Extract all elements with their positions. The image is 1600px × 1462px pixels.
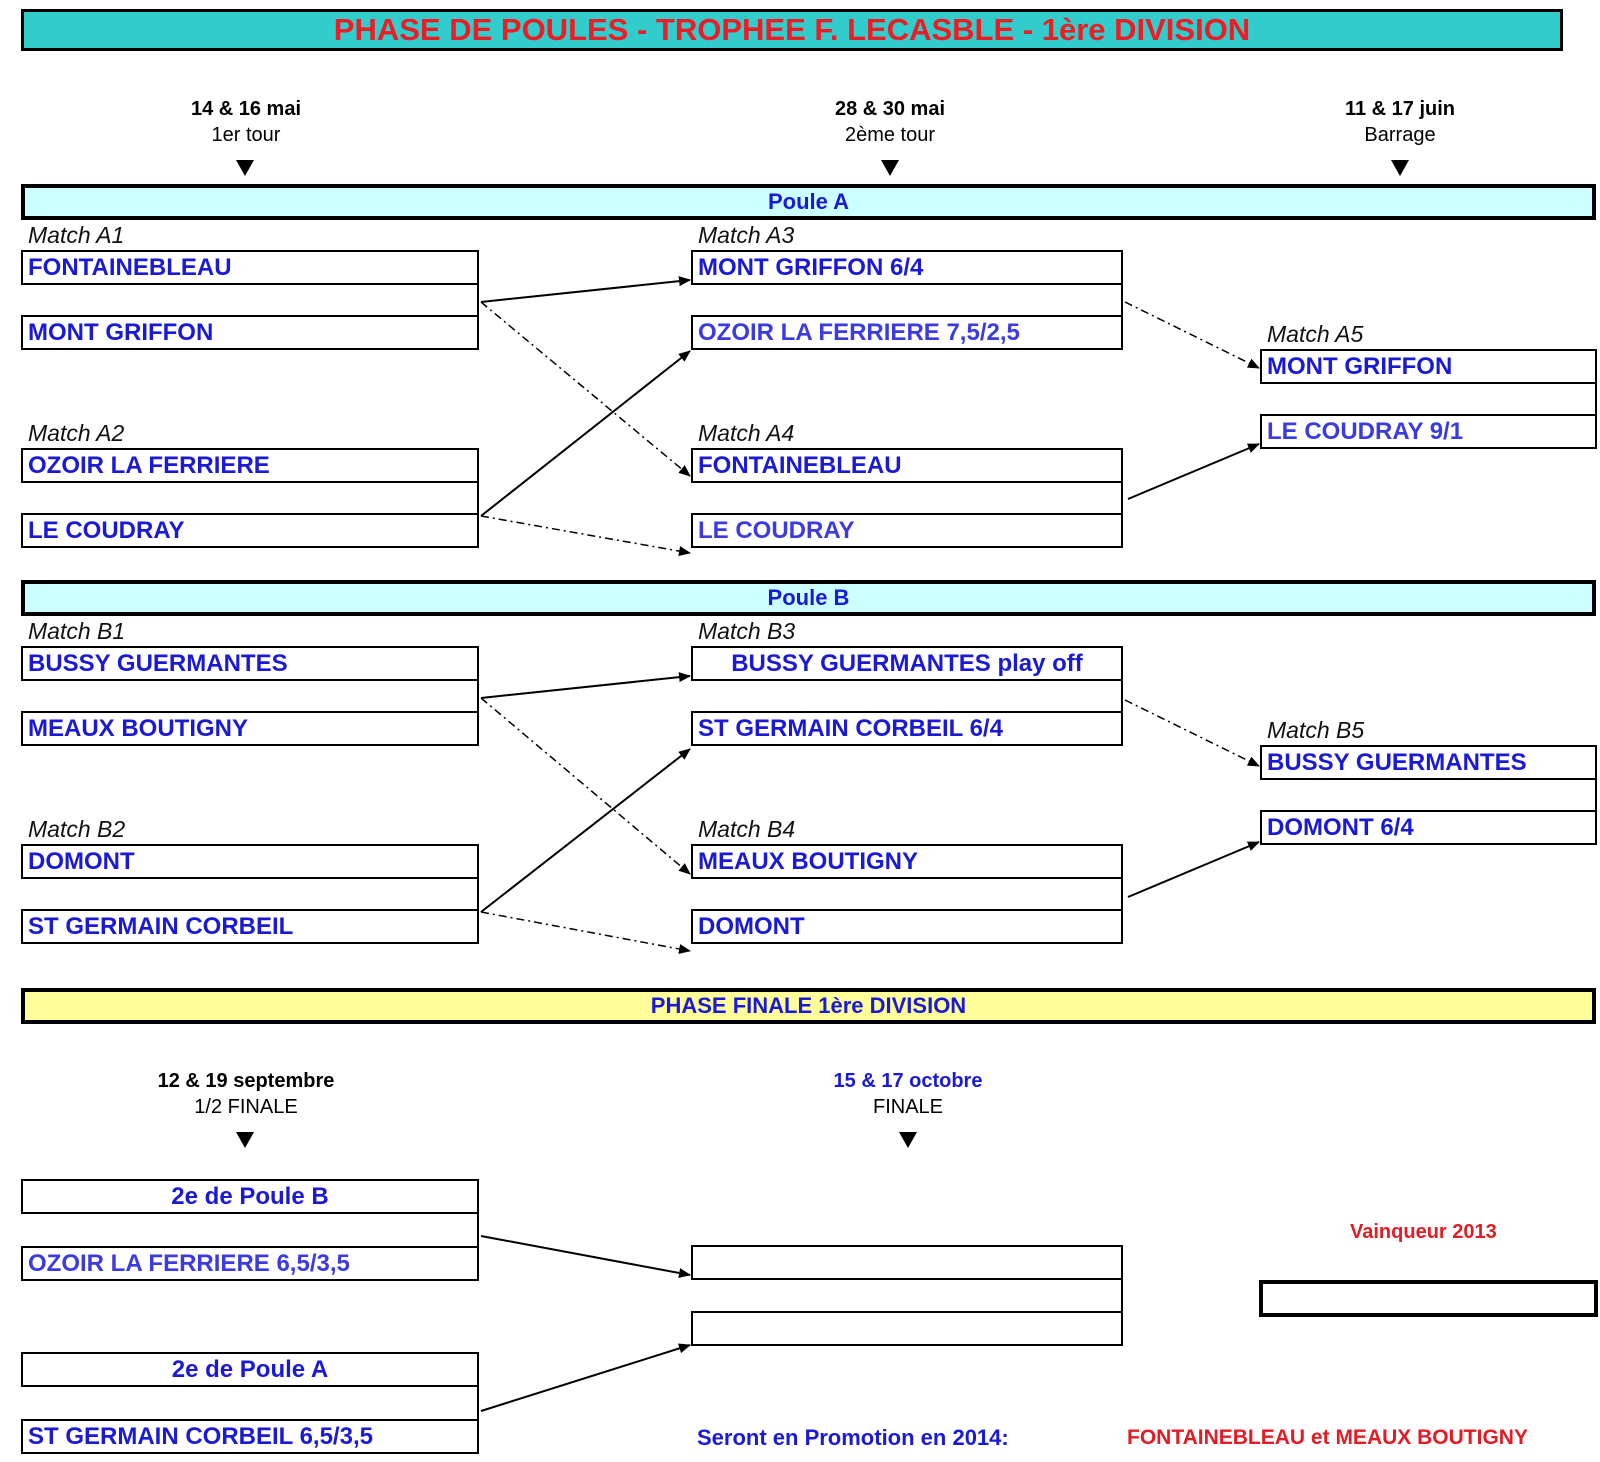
semi-2-connector <box>21 1387 479 1419</box>
match-a4-label: Match A4 <box>698 420 795 446</box>
arrow-b4-to-b5 <box>1127 841 1260 898</box>
match-a2-connector <box>21 483 479 513</box>
match-a5-team1[interactable]: MONT GRIFFON <box>1260 349 1597 384</box>
match-a4-team1[interactable]: FONTAINEBLEAU <box>691 448 1123 483</box>
match-b2-team1[interactable]: DOMONT <box>21 844 479 879</box>
winner-label: Vainqueur 2013 <box>1350 1221 1497 1243</box>
round-header-3: 11 & 17 juin Barrage <box>1270 96 1530 148</box>
final-header: 15 & 17 octobre FINALE <box>778 1068 1038 1120</box>
final-date: 15 & 17 octobre <box>833 1070 983 1092</box>
semi-1-team1[interactable]: 2e de Poule B <box>21 1179 479 1214</box>
round-1-name: 1er tour <box>211 124 281 146</box>
arrow-down-icon <box>1391 160 1409 176</box>
final-team1[interactable] <box>691 1245 1123 1280</box>
poule-a-header: Poule A <box>21 184 1596 220</box>
poule-b-header: Poule B <box>21 580 1596 616</box>
finale-header: PHASE FINALE 1ère DIVISION <box>21 988 1596 1024</box>
arrow-b1-to-b4 <box>480 697 691 875</box>
semi-1-team2[interactable]: OZOIR LA FERRIERE 6,5/3,5 <box>21 1246 479 1281</box>
match-b4-connector <box>691 879 1123 909</box>
round-header-1: 14 & 16 mai 1er tour <box>116 96 376 148</box>
arrow-a1-to-a3 <box>480 276 691 303</box>
match-b1-team2[interactable]: MEAUX BOUTIGNY <box>21 711 479 746</box>
arrow-sf1-to-final <box>480 1235 691 1278</box>
match-b2-team2[interactable]: ST GERMAIN CORBEIL <box>21 909 479 944</box>
arrow-b1-to-b3 <box>480 672 691 699</box>
match-a2-label: Match A2 <box>28 420 125 446</box>
final-connector <box>691 1280 1123 1311</box>
match-b5-connector <box>1260 780 1597 810</box>
round-2-date: 28 & 30 mai <box>834 98 946 120</box>
match-a3-team2[interactable]: OZOIR LA FERRIERE 7,5/2,5 <box>691 315 1123 350</box>
arrow-a4-to-a5 <box>1127 443 1260 500</box>
arrow-down-icon <box>236 1132 254 1148</box>
match-b2-label: Match B2 <box>28 816 126 842</box>
match-a4-connector <box>691 483 1123 513</box>
match-a3-team1[interactable]: MONT GRIFFON 6/4 <box>691 250 1123 285</box>
arrow-b3-to-b5 <box>1124 699 1260 767</box>
match-a5-connector <box>1260 384 1597 414</box>
match-a1-connector <box>21 285 479 315</box>
winner-box[interactable] <box>1259 1280 1598 1317</box>
match-b4-team2[interactable]: DOMONT <box>691 909 1123 944</box>
match-b2-connector <box>21 879 479 909</box>
semi-1-connector <box>21 1214 479 1246</box>
arrow-sf2-to-final <box>480 1343 691 1412</box>
semi-2-team1[interactable]: 2e de Poule A <box>21 1352 479 1387</box>
promo-teams: FONTAINEBLEAU et MEAUX BOUTIGNY <box>1127 1426 1528 1449</box>
match-b3-team1[interactable]: BUSSY GUERMANTES play off <box>691 646 1123 681</box>
match-b5-team1[interactable]: BUSSY GUERMANTES <box>1260 745 1597 780</box>
arrow-a1-to-a4 <box>480 301 691 477</box>
final-name: FINALE <box>872 1096 944 1118</box>
semi-name: 1/2 FINALE <box>194 1096 298 1118</box>
match-a5-team2[interactable]: LE COUDRAY 9/1 <box>1260 414 1597 449</box>
match-a3-connector <box>691 285 1123 315</box>
match-a2-team2[interactable]: LE COUDRAY <box>21 513 479 548</box>
arrow-a2-to-a3 <box>480 350 691 517</box>
round-1-date: 14 & 16 mai <box>190 98 302 120</box>
match-b3-label: Match B3 <box>698 618 796 644</box>
match-a1-label: Match A1 <box>28 222 125 248</box>
match-b4-team1[interactable]: MEAUX BOUTIGNY <box>691 844 1123 879</box>
match-a5-label: Match A5 <box>1267 321 1364 347</box>
semi-2-team2[interactable]: ST GERMAIN CORBEIL 6,5/3,5 <box>21 1419 479 1454</box>
match-b4-label: Match B4 <box>698 816 796 842</box>
round-2-name: 2ème tour <box>844 124 936 146</box>
arrow-a3-to-a5 <box>1124 301 1260 369</box>
arrow-down-icon <box>236 160 254 176</box>
promo-label: Seront en Promotion en 2014: <box>697 1425 1009 1450</box>
page-title: PHASE DE POULES - TROPHEE F. LECASBLE - … <box>21 9 1563 51</box>
arrow-b2-to-b4 <box>480 911 691 954</box>
match-b3-connector <box>691 681 1123 711</box>
round-3-name: Barrage <box>1364 124 1436 146</box>
match-a1-team1[interactable]: FONTAINEBLEAU <box>21 250 479 285</box>
match-a1-team2[interactable]: MONT GRIFFON <box>21 315 479 350</box>
round-header-2: 28 & 30 mai 2ème tour <box>760 96 1020 148</box>
arrow-down-icon <box>881 160 899 176</box>
match-b1-label: Match B1 <box>28 618 126 644</box>
arrow-a2-to-a4 <box>480 515 691 557</box>
match-b5-team2[interactable]: DOMONT 6/4 <box>1260 810 1597 845</box>
match-a2-team1[interactable]: OZOIR LA FERRIERE <box>21 448 479 483</box>
match-b1-connector <box>21 681 479 711</box>
match-b5-label: Match B5 <box>1267 717 1365 743</box>
arrow-b2-to-b3 <box>480 748 691 913</box>
semi-date: 12 & 19 septembre <box>157 1070 335 1092</box>
round-3-date: 11 & 17 juin <box>1344 98 1456 120</box>
match-b3-team2[interactable]: ST GERMAIN CORBEIL 6/4 <box>691 711 1123 746</box>
semi-header: 12 & 19 septembre 1/2 FINALE <box>116 1068 376 1120</box>
match-b1-team1[interactable]: BUSSY GUERMANTES <box>21 646 479 681</box>
arrow-down-icon <box>899 1132 917 1148</box>
match-a3-label: Match A3 <box>698 222 795 248</box>
match-a4-team2[interactable]: LE COUDRAY <box>691 513 1123 548</box>
final-team2[interactable] <box>691 1311 1123 1346</box>
